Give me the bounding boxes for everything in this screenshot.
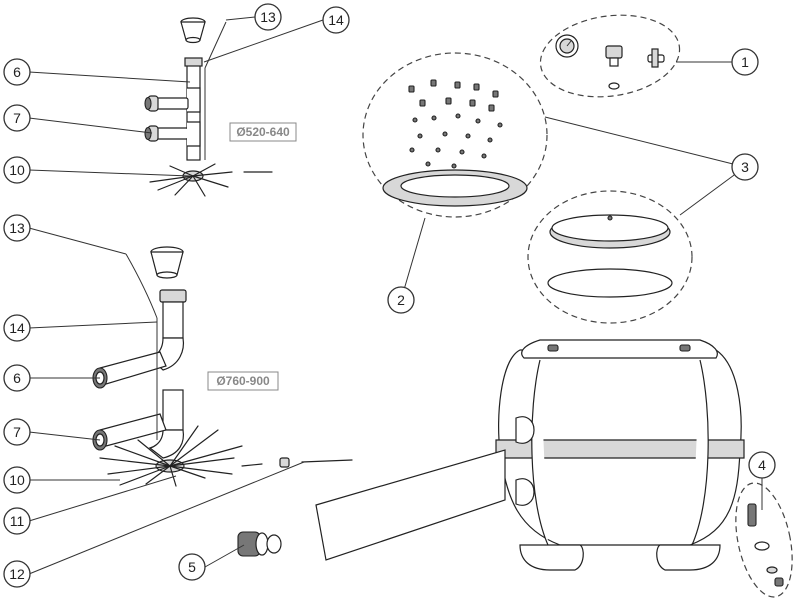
- callout-2-label: 2: [397, 292, 405, 308]
- large-collector-assembly: Ø760-900: [92, 246, 353, 487]
- callout-10-small: 10: [3, 156, 31, 184]
- small-side-pipe-lower: [144, 121, 201, 147]
- small-funnel: [180, 17, 206, 44]
- air-valve: [605, 45, 623, 90]
- callout-5-label: 5: [188, 559, 196, 575]
- lid-cover: [549, 214, 671, 249]
- callout-2: 2: [387, 286, 415, 314]
- callout-3: 3: [731, 153, 759, 181]
- lid-screws: [408, 79, 499, 112]
- callout-14-large-label: 14: [9, 320, 25, 336]
- lid-o-ring: [547, 268, 673, 298]
- large-side-pipe-lower: [92, 413, 167, 451]
- callout-11-label: 11: [10, 513, 25, 529]
- small-wire-tip: [204, 21, 227, 69]
- callout-7-large-label: 7: [13, 424, 21, 440]
- callout-10-large: 10: [3, 466, 31, 494]
- callout-14-small: 14: [322, 6, 350, 34]
- leader-lines: [28, 16, 763, 575]
- union-fitting: [237, 531, 282, 557]
- callout-10-large-label: 10: [9, 472, 25, 488]
- callout-11: 11: [3, 507, 31, 535]
- size-text-small: Ø520-640: [236, 125, 290, 139]
- lid-cover-group: [527, 190, 693, 324]
- callout-4: 4: [748, 451, 776, 479]
- callout-6-large-label: 6: [13, 370, 21, 386]
- size-label-large: Ø760-900: [207, 371, 279, 391]
- large-wire-tip: [125, 253, 158, 319]
- callout-14-large: 14: [3, 314, 31, 342]
- small-collector-assembly: Ø520-640: [144, 17, 297, 197]
- sight-glass-wedge: [315, 449, 506, 561]
- callout-3-label: 3: [741, 159, 749, 175]
- callout-6-small-label: 6: [13, 64, 21, 80]
- callout-13-small-label: 13: [260, 9, 276, 25]
- large-side-pipe-upper: [92, 351, 167, 389]
- lid-flange-ring: [382, 169, 528, 207]
- small-side-pipe-upper: [144, 95, 189, 112]
- lid-nuts: [409, 113, 503, 169]
- drain-valve-kit: [735, 482, 793, 598]
- large-vertical-pipe: [148, 289, 187, 459]
- callout-13-small: 13: [254, 3, 282, 31]
- lateral-spares: [241, 457, 353, 468]
- size-label-small: Ø520-640: [229, 122, 297, 142]
- lid-ring-group: [362, 52, 548, 218]
- callout-14-small-label: 14: [328, 12, 344, 28]
- size-text-large: Ø760-900: [216, 374, 270, 388]
- callout-6-large: 6: [3, 364, 31, 392]
- callout-13-large-label: 13: [9, 220, 25, 236]
- callout-6-small: 6: [3, 58, 31, 86]
- drain-valve-stem: [747, 503, 784, 587]
- callout-13-large: 13: [3, 214, 31, 242]
- callout-7-small: 7: [3, 104, 31, 132]
- pressure-gauge: [555, 34, 579, 58]
- callout-12: 12: [3, 560, 31, 588]
- callout-7-small-label: 7: [13, 110, 21, 126]
- large-funnel: [150, 246, 184, 279]
- callout-7-large: 7: [3, 418, 31, 446]
- callout-4-label: 4: [758, 457, 766, 473]
- large-lateral-star: [99, 425, 243, 487]
- accessory-kit-group: [539, 14, 681, 98]
- callout-5: 5: [178, 553, 206, 581]
- small-lateral-star: [149, 163, 273, 197]
- callouts: 13 14 6 7 10 13 14 6: [3, 3, 776, 588]
- callout-1: 1: [731, 48, 759, 76]
- callout-1-label: 1: [741, 54, 749, 70]
- callout-12-label: 12: [9, 566, 25, 582]
- drain-plug: [647, 48, 665, 68]
- filter-tank: [495, 339, 745, 571]
- callout-10-small-label: 10: [9, 162, 25, 178]
